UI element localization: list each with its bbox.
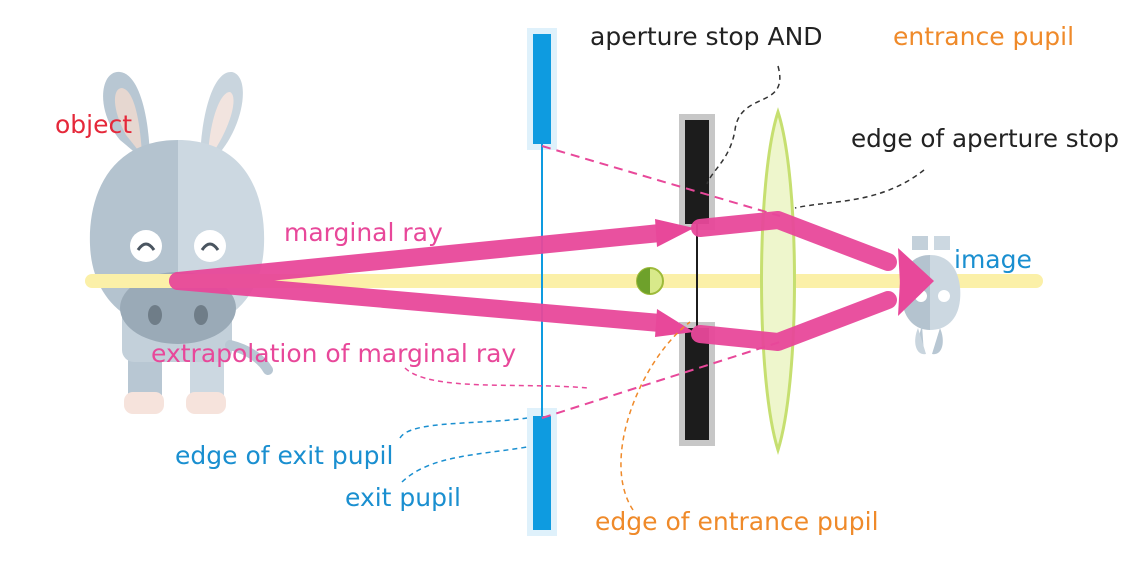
label-exit-pupil: exit pupil: [345, 483, 461, 512]
leader-lines: [399, 65, 925, 511]
label-extrapolation: extrapolation of marginal ray: [151, 339, 516, 368]
extrapolation-lines: [541, 145, 781, 419]
label-object: object: [55, 110, 132, 139]
exit-pupil-plane: [527, 28, 557, 536]
lens: [760, 107, 796, 456]
label-image: image: [954, 245, 1032, 274]
ray-arrowheads: [655, 219, 934, 337]
label-edge-exit-pupil: edge of exit pupil: [175, 441, 393, 470]
entrance-pupil-marker: [636, 267, 664, 295]
label-entrance-pupil: entrance pupil: [893, 22, 1074, 51]
aperture-stop: [679, 114, 715, 446]
label-marginal-ray: marginal ray: [284, 218, 443, 247]
label-edge-aperture-stop: edge of aperture stop: [851, 124, 1119, 153]
label-edge-entrance-pupil: edge of entrance pupil: [595, 507, 879, 536]
marginal-rays: [169, 211, 897, 351]
label-aperture-stop-and: aperture stop AND: [590, 22, 823, 51]
